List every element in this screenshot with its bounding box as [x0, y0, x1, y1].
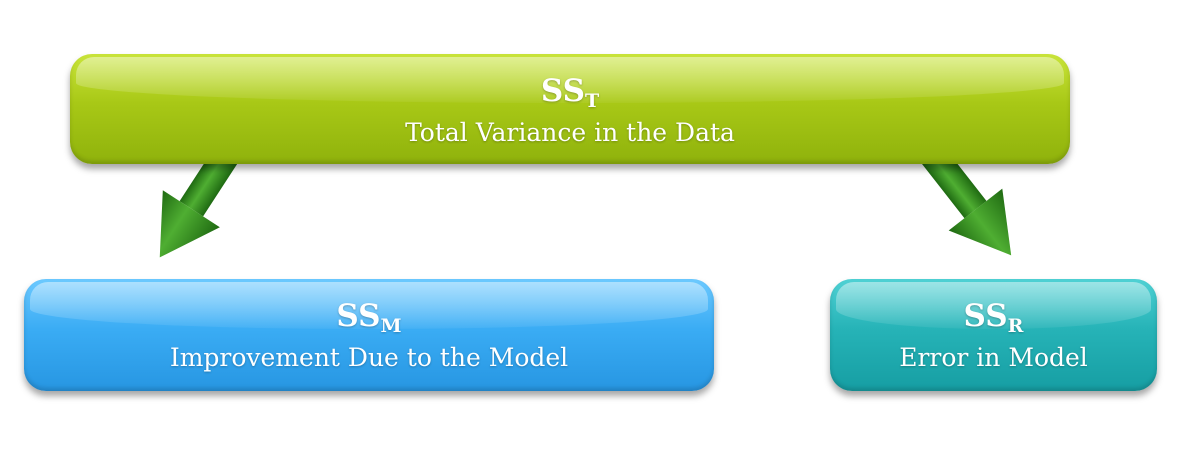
model-label: Improvement Due to the Model	[169, 343, 569, 372]
model-improvement-box: SSM Improvement Due to the Model	[24, 279, 714, 391]
total-variance-box: SST Total Variance in the Data	[70, 54, 1070, 164]
residual-symbol: SSR	[830, 298, 1157, 336]
residual-error-box: SSR Error in Model	[830, 279, 1157, 391]
model-symbol: SSM	[24, 298, 714, 336]
total-symbol-base: SS	[540, 73, 585, 109]
total-symbol: SST	[70, 73, 1070, 111]
residual-symbol-subscript: R	[1007, 315, 1024, 337]
total-label: Total Variance in the Data	[405, 118, 735, 147]
model-symbol-base: SS	[336, 298, 381, 334]
residual-label: Error in Model	[899, 343, 1088, 372]
total-symbol-subscript: T	[584, 90, 600, 112]
model-symbol-subscript: M	[380, 315, 402, 337]
arrow-head	[159, 190, 220, 258]
residual-symbol-base: SS	[963, 298, 1008, 334]
arrow-head	[948, 188, 1012, 256]
